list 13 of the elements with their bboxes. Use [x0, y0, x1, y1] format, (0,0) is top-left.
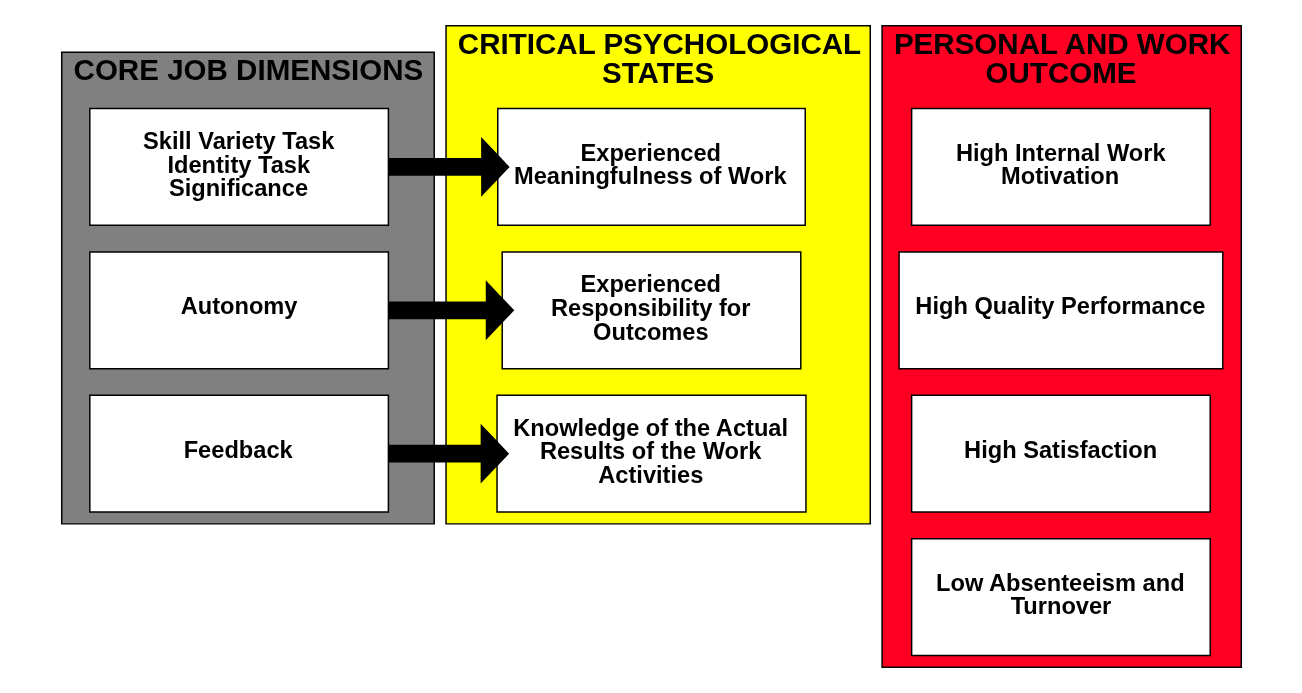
node-box: Low Absenteeism and Turnover: [910, 537, 1211, 657]
node-box: High Quality Performance: [897, 251, 1224, 370]
node-box: Experienced Meaningfulness of Work: [496, 107, 806, 227]
arrow: [388, 136, 510, 197]
node-box: Autonomy: [88, 251, 389, 370]
node-box: Skill Variety Task Identity Task Significance: [88, 107, 389, 227]
node-box: High Satisfaction: [910, 394, 1211, 513]
node-box: Knowledge of the Actual Results of the Work Activities: [495, 394, 807, 513]
arrow: [388, 280, 514, 341]
node-box: Experienced Responsibility for Outcomes: [500, 251, 802, 370]
node-box: High Internal Work Motivation: [910, 107, 1211, 227]
arrow: [388, 423, 509, 484]
node-box: Feedback: [88, 394, 389, 513]
